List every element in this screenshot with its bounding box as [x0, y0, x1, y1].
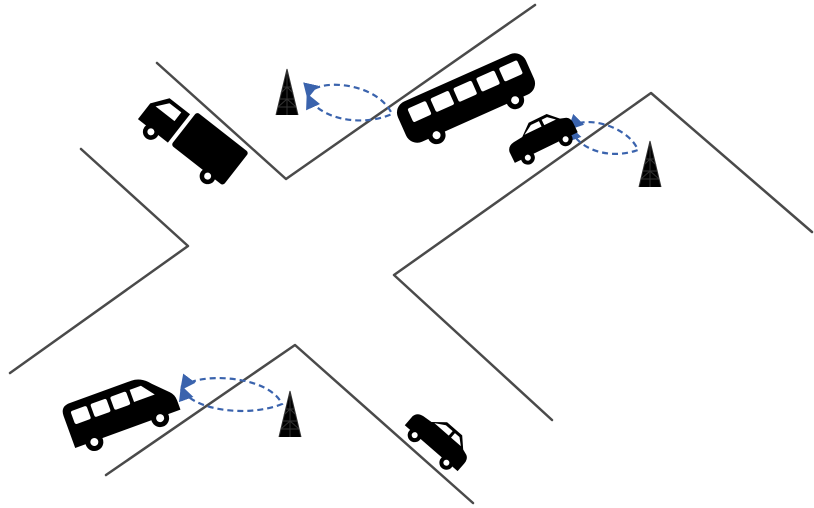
car-icon — [400, 403, 478, 478]
van-icon — [60, 368, 184, 457]
bidirectional-arrow-icon — [182, 378, 282, 411]
truck-icon — [132, 86, 249, 193]
cell-tower-icon — [279, 391, 301, 437]
cell-tower-icon — [639, 141, 661, 187]
road-edge-east — [394, 93, 812, 420]
road-edge-west — [10, 149, 188, 373]
car-icon — [502, 105, 582, 170]
cell-tower-icon — [276, 69, 298, 115]
